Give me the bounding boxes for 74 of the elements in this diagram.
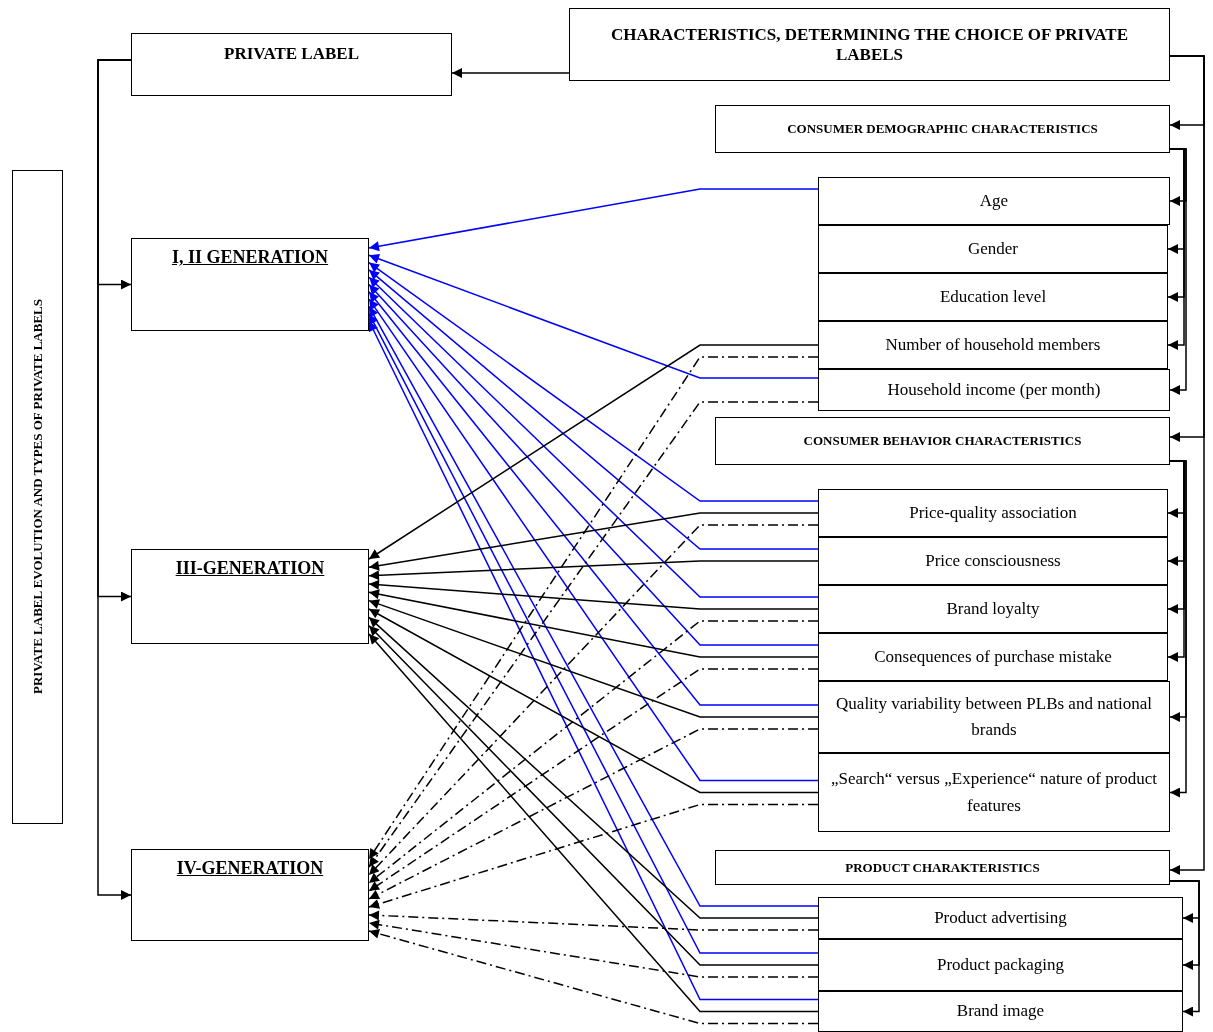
category-box	[715, 417, 1170, 465]
arrow	[368, 512, 819, 571]
factor-box	[818, 939, 1183, 991]
factor-box	[818, 991, 1183, 1032]
box-label: PRODUCT CHARAKTERISTICS	[845, 859, 1040, 876]
arrow	[1169, 55, 1205, 875]
box-label: Brand loyalty	[946, 597, 1040, 620]
box-label: Quality variability between PLBs and national brands	[835, 692, 1153, 741]
box-label: Education level	[939, 285, 1047, 308]
arrow	[368, 919, 819, 978]
factor-box	[818, 489, 1168, 537]
box-label: Consequences of purchase mistake	[874, 645, 1112, 668]
box-label: Price-quality association	[909, 501, 1077, 524]
arrow	[368, 560, 819, 581]
side-title-box	[12, 170, 63, 824]
box-label: IV-GENERATION	[176, 858, 324, 879]
factor-box	[818, 537, 1168, 585]
arrow	[97, 59, 132, 900]
label-box	[131, 33, 452, 96]
box-label: PRIVATE LABEL EVOLUTION AND TYPES OF PRIVATE LABELS	[29, 299, 46, 695]
box-label: Household income (per month)	[887, 378, 1101, 401]
box-label: Product advertising	[934, 906, 1067, 929]
generation-box	[131, 549, 369, 644]
arrow	[368, 291, 819, 706]
generation-box	[131, 238, 369, 331]
box-label: I, II GENERATION	[171, 247, 329, 268]
arrow	[368, 579, 819, 610]
category-box	[715, 105, 1170, 153]
arrow	[368, 524, 819, 876]
arrow	[368, 599, 819, 718]
arrow	[1167, 148, 1185, 350]
box-label: „Search“ versus „Experience“ nature of product features	[829, 768, 1159, 817]
arrow	[368, 728, 819, 900]
arrow	[451, 68, 570, 78]
box-label: Age	[979, 189, 1009, 212]
arrow	[1169, 148, 1187, 395]
arrow	[368, 261, 819, 502]
box-label: PRIVATE LABEL	[224, 44, 359, 64]
arrow	[1167, 460, 1185, 662]
factor-box	[818, 273, 1168, 321]
box-label: Number of household members	[885, 333, 1101, 356]
arrow	[1169, 880, 1200, 1017]
factor-box	[818, 369, 1170, 411]
heading-box	[569, 8, 1170, 81]
arrow	[368, 344, 819, 560]
category-box	[715, 850, 1170, 885]
arrow	[368, 188, 819, 252]
box-label: Price consciousness	[925, 549, 1061, 572]
box-label: CONSUMER BEHAVIOR CHARACTERISTICS	[803, 433, 1082, 449]
arrow	[368, 608, 819, 794]
factor-box	[818, 225, 1168, 273]
box-label: Product packaging	[937, 953, 1064, 976]
box-label: CONSUMER DEMOGRAPHIC CHARACTERISTICS	[787, 121, 1098, 137]
factor-box	[818, 753, 1170, 832]
arrow	[368, 928, 819, 1025]
arrow	[368, 254, 819, 379]
arrow	[368, 803, 819, 909]
factor-box	[818, 633, 1168, 681]
arrow	[368, 910, 819, 931]
box-label: III-GENERATION	[175, 558, 325, 579]
factor-box	[818, 177, 1170, 225]
box-label: Brand image	[956, 1000, 1045, 1023]
box-label: CHARACTERISTICS, DETERMINING THE CHOICE OF PRIVATE LABELS	[610, 24, 1129, 65]
arrow	[368, 269, 819, 550]
arrow	[368, 589, 819, 658]
generation-box	[131, 849, 369, 941]
arrow	[368, 298, 819, 782]
box-label: Gender	[968, 237, 1018, 260]
factor-box	[818, 681, 1170, 753]
factor-box	[818, 585, 1168, 633]
factor-box	[818, 897, 1183, 939]
arrow	[368, 668, 819, 892]
factor-box	[818, 321, 1168, 369]
arrow	[1169, 460, 1187, 798]
